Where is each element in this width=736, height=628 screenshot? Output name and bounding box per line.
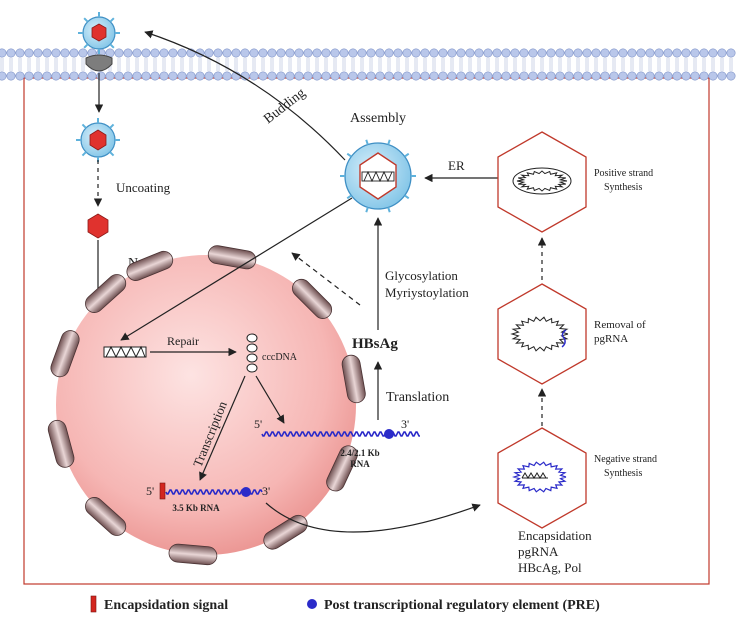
legend-pre-swatch: [307, 599, 317, 609]
virion-entering: [78, 12, 120, 54]
uncoating-label: Uncoating: [116, 180, 171, 195]
removal-label-2: pgRNA: [594, 333, 628, 345]
negative-strand-capsid: [497, 427, 587, 529]
legend: Encapsidation signal Post transcriptiona…: [90, 595, 600, 613]
legend-encapsidation-signal: Encapsidation signal: [104, 598, 228, 613]
legend-signal-swatch: [90, 595, 97, 613]
receptor: [85, 54, 113, 72]
legend-pre: Post transcriptional regulatory element …: [324, 598, 600, 613]
budding-label: Budding: [261, 86, 308, 128]
hbsag-label: HBsAg: [352, 336, 398, 352]
positive-strand-label-2: Synthesis: [604, 182, 642, 193]
negative-strand-label-1: Negative strand: [594, 454, 657, 465]
nuclear-pores: [47, 245, 366, 566]
positive-strand-capsid: [497, 131, 587, 233]
positive-strand-label-1: Positive strand: [594, 168, 653, 179]
rna-small-5prime: 5': [254, 417, 262, 431]
rna-large-3prime: 3': [262, 484, 270, 498]
repair-label: Repair: [167, 334, 199, 348]
removal-capsid: [497, 283, 587, 385]
rna-2-4-kb: [261, 429, 420, 439]
pgrna-label: pgRNA: [518, 544, 559, 559]
cell-membrane: [0, 48, 736, 81]
assembling-virion: [340, 139, 416, 213]
encapsidation-signal: [159, 482, 166, 500]
pre-marker: [384, 429, 394, 439]
cell-border: [23, 77, 710, 585]
rna-small-3prime: 3': [401, 417, 409, 431]
cccdna-label: cccDNA: [262, 352, 298, 363]
capsid: [87, 213, 109, 239]
rna-small-label: 2.4/2.1 Kb: [340, 448, 379, 458]
translation-label: Translation: [386, 390, 449, 405]
encapsidation-label: Encapsidation: [518, 528, 592, 543]
pre-marker-large: [241, 487, 251, 497]
negative-strand-label-2: Synthesis: [604, 468, 642, 479]
cccdna-symbol: [246, 333, 258, 373]
rna-small-label-2: RNA: [350, 459, 370, 469]
er-label: ER: [448, 158, 465, 173]
hbcag-pol-label: HBcAg, Pol: [518, 560, 582, 575]
assembly-label: Assembly: [350, 111, 406, 126]
nucleus: [56, 255, 356, 555]
rna-3-5-kb: [159, 482, 263, 500]
removal-label-1: Removal of: [594, 319, 646, 331]
rna-large-5prime: 5': [146, 484, 154, 498]
rna-large-label: 3.5 Kb RNA: [172, 503, 220, 513]
myristoylation-label: Myriystoylation: [385, 285, 469, 300]
virion-endosome: [76, 118, 120, 162]
rcdna: [103, 345, 147, 359]
glycosylation-label: Glycosylation: [385, 268, 458, 283]
